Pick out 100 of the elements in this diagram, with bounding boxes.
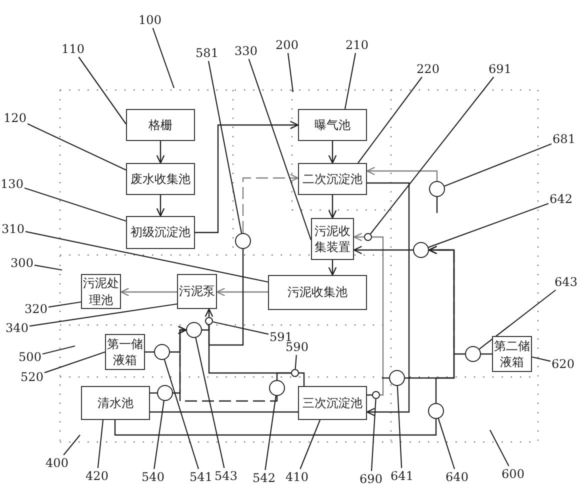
pipe-line <box>436 197 438 213</box>
reference-numeral: 340 <box>6 321 28 335</box>
leader-line <box>490 430 510 466</box>
reference-numeral: 581 <box>196 46 218 60</box>
tank-box: 污泥收集装置 <box>311 218 354 260</box>
flow-arrow <box>178 326 278 402</box>
tank-box: 清水池 <box>81 386 150 420</box>
leader-line <box>532 356 551 362</box>
pump-symbol <box>186 322 202 338</box>
reference-numeral: 640 <box>446 470 468 484</box>
reference-numeral: 540 <box>142 470 164 484</box>
pipe-line <box>372 236 384 396</box>
leader-line <box>42 345 76 355</box>
leader-line <box>344 52 356 110</box>
reference-numeral: 600 <box>502 467 524 481</box>
leader-line <box>212 321 269 335</box>
leader-line <box>97 420 104 468</box>
reference-numeral: 691 <box>488 62 512 76</box>
flow-arrow <box>156 195 165 217</box>
leader-line <box>208 60 242 234</box>
reference-numeral: 410 <box>286 470 308 484</box>
leader-line <box>24 187 126 222</box>
reference-numeral: 130 <box>0 177 24 191</box>
flow-arrow <box>204 308 214 318</box>
pipe-line <box>114 419 437 436</box>
leader-line <box>78 56 126 124</box>
reference-numeral: 520 <box>20 370 44 384</box>
reference-numeral: 641 <box>390 469 414 483</box>
leader-line <box>63 434 80 456</box>
leader-line <box>428 202 549 248</box>
reference-numeral: 210 <box>346 38 368 52</box>
pump-symbol <box>389 370 405 386</box>
leader-line <box>248 58 312 240</box>
flow-arrow <box>366 166 438 181</box>
reference-numeral: 681 <box>552 132 576 146</box>
tank-box: 废水收集池 <box>126 163 195 195</box>
reference-numeral: 541 <box>190 470 212 484</box>
reference-numeral: 300 <box>10 256 34 270</box>
valve-symbol <box>291 369 299 377</box>
reference-numeral: 500 <box>18 350 42 364</box>
flow-arrow <box>195 120 299 234</box>
reference-numeral: 543 <box>214 469 238 483</box>
tank-box: 二次沉淀池 <box>298 163 367 195</box>
leader-line <box>154 400 164 470</box>
reference-numeral: 220 <box>416 62 440 76</box>
tank-box: 三次沉淀池 <box>298 386 367 420</box>
tank-box: 第一储液箱 <box>105 334 145 370</box>
reference-numeral: 542 <box>252 471 276 485</box>
leader-line <box>29 303 178 327</box>
valve-symbol <box>372 391 380 399</box>
pipe-line <box>276 372 291 380</box>
pipe-line <box>481 353 492 355</box>
leader-line <box>370 398 376 472</box>
pump-symbol <box>429 181 445 197</box>
reference-numeral: 100 <box>138 13 162 27</box>
leader-line <box>27 123 126 170</box>
reference-numeral: 200 <box>276 38 298 52</box>
flow-arrow <box>366 182 410 416</box>
tank-box: 污泥处理池 <box>81 274 121 309</box>
flow-arrow <box>353 246 413 254</box>
leader-line <box>25 231 268 283</box>
leader-line <box>370 76 494 234</box>
pump-symbol <box>465 346 481 362</box>
flow-arrow <box>328 260 337 276</box>
flow-arrow <box>242 174 299 233</box>
leader-line <box>48 301 82 308</box>
reference-numeral: 120 <box>4 111 26 125</box>
pump-symbol <box>154 344 170 360</box>
leader-line <box>300 420 320 470</box>
pump-symbol <box>269 380 285 396</box>
reference-numeral: 110 <box>62 42 84 56</box>
leader-line <box>294 354 297 370</box>
valve-symbol <box>364 233 372 241</box>
tank-box: 曝气池 <box>298 109 367 141</box>
reference-numeral: 620 <box>552 357 574 371</box>
flow-arrow <box>353 232 364 242</box>
pump-symbol <box>157 385 173 401</box>
flow-arrow <box>120 288 177 296</box>
flow-arrow <box>156 141 165 164</box>
reference-numeral: 400 <box>46 456 68 470</box>
reference-numeral: 642 <box>550 192 572 206</box>
pump-symbol <box>413 242 429 258</box>
tank-box: 格栅 <box>126 109 195 141</box>
tank-box: 第二储液箱 <box>492 336 532 372</box>
flow-arrow <box>328 195 337 219</box>
leader-line <box>264 396 276 470</box>
pipe-line <box>208 249 244 346</box>
pipe-line <box>299 372 305 386</box>
leader-line <box>44 351 106 374</box>
reference-numeral: 643 <box>554 275 578 289</box>
tank-box: 污泥收集池 <box>268 275 367 310</box>
reference-numeral: 320 <box>24 302 48 316</box>
leader-line <box>287 52 294 92</box>
leader-line <box>478 290 556 350</box>
reference-numeral: 590 <box>286 340 308 354</box>
leader-line <box>152 28 175 88</box>
leader-line <box>195 338 225 468</box>
reference-numeral: 330 <box>234 44 258 58</box>
pump-symbol <box>428 403 444 419</box>
leader-line <box>34 264 62 271</box>
